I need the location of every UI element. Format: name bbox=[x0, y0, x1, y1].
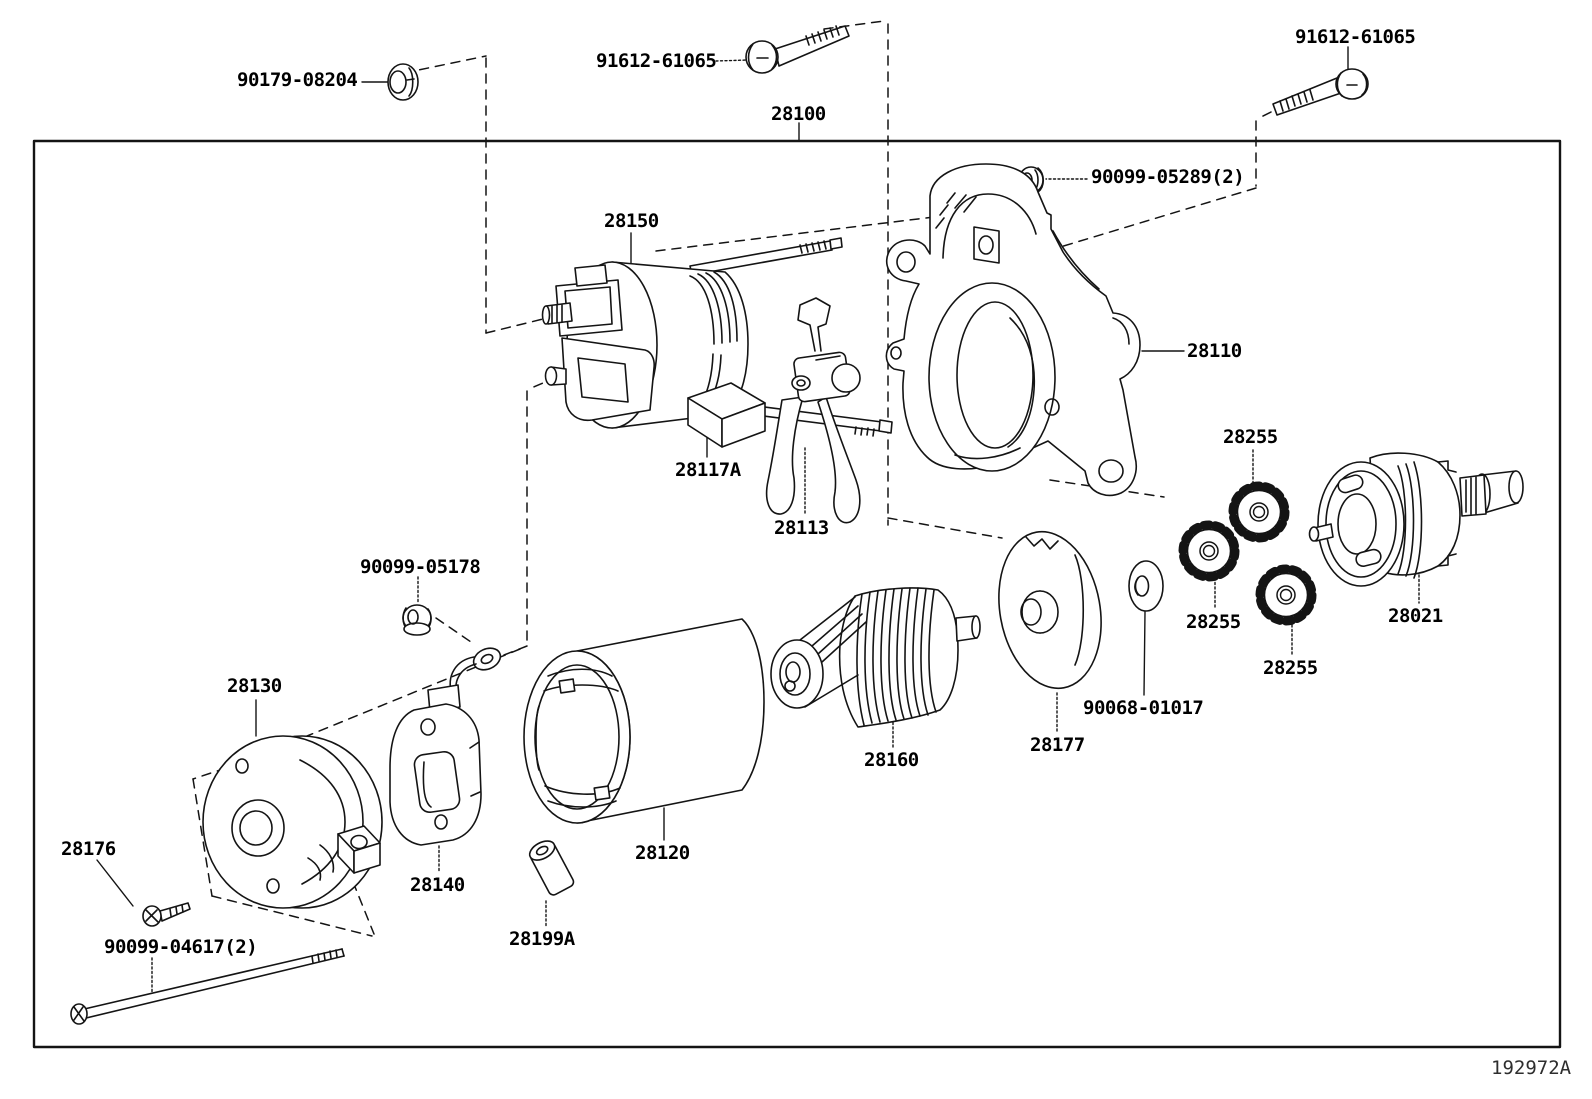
part-label-90099-05178: 90099-05178 bbox=[360, 556, 481, 578]
bolt-91612-61065-right bbox=[1272, 68, 1369, 116]
part-label-28140: 28140 bbox=[410, 874, 465, 896]
part-label-28100: 28100 bbox=[771, 103, 826, 125]
part-label-28021: 28021 bbox=[1388, 605, 1443, 627]
part-28130-end-frame bbox=[202, 735, 383, 909]
part-28021-clutch bbox=[1308, 452, 1524, 587]
part-label-28113: 28113 bbox=[774, 517, 829, 539]
part-28176-screw bbox=[142, 902, 191, 927]
leader-lines bbox=[96, 46, 1420, 993]
part-28255-gear-left bbox=[1183, 525, 1235, 577]
part-label-28117a: 28117A bbox=[675, 459, 741, 481]
part-28160-drum bbox=[770, 587, 981, 728]
part-label-90068-01017: 90068-01017 bbox=[1083, 697, 1204, 719]
part-label-28177: 28177 bbox=[1030, 734, 1085, 756]
bolt-91612-61065-left bbox=[745, 25, 850, 74]
part-label-28255-left: 28255 bbox=[1186, 611, 1241, 633]
part-label-91612-61065-right: 91612-61065 bbox=[1295, 26, 1416, 48]
figure-code: 192972A bbox=[1491, 1057, 1572, 1079]
part-label-90099-04617: 90099-04617(2) bbox=[104, 936, 258, 958]
part-28110-housing bbox=[885, 163, 1141, 497]
part-label-91612-61065-left: 91612-61065 bbox=[596, 50, 717, 72]
part-label-28150: 28150 bbox=[604, 210, 659, 232]
part-28255-gear-bottom bbox=[1260, 569, 1312, 621]
part-label-28176: 28176 bbox=[61, 838, 116, 860]
part-90068-washer bbox=[1128, 560, 1164, 612]
part-label-90099-05289: 90099-05289(2) bbox=[1091, 166, 1245, 188]
part-28199a-pin bbox=[528, 840, 575, 896]
part-label-28110: 28110 bbox=[1187, 340, 1242, 362]
part-28117a-cap bbox=[687, 382, 766, 448]
part-28255-gear-top bbox=[1233, 486, 1285, 538]
part-28113-drive-lever bbox=[765, 297, 861, 524]
nut-90099-05178 bbox=[402, 604, 432, 636]
part-28120-yoke bbox=[523, 618, 765, 824]
part-label-28160: 28160 bbox=[864, 749, 919, 771]
diagram-border bbox=[32, 139, 1562, 1049]
nut-90179-08204 bbox=[387, 63, 419, 101]
part-28177-plate bbox=[998, 530, 1102, 690]
part-label-90179-08204: 90179-08204 bbox=[237, 69, 358, 91]
part-label-28255-top: 28255 bbox=[1223, 426, 1278, 448]
part-90099-04617-through-bolt bbox=[70, 948, 345, 1025]
part-label-28120: 28120 bbox=[635, 842, 690, 864]
part-label-28199a: 28199A bbox=[509, 928, 575, 950]
part-28140-brush-holder bbox=[389, 647, 502, 846]
part-label-28130: 28130 bbox=[227, 675, 282, 697]
part-label-28255-bottom: 28255 bbox=[1263, 657, 1318, 679]
